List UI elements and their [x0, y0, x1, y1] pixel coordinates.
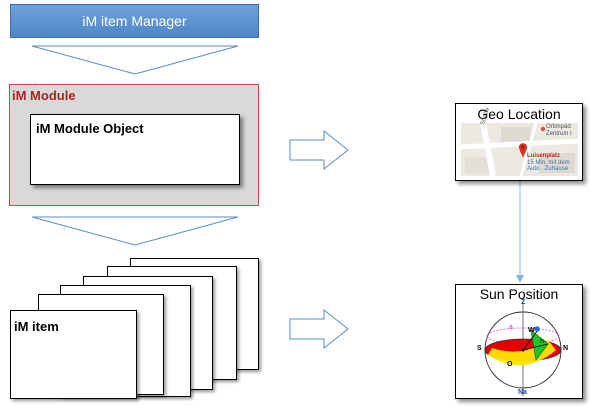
right-arrow-2: [289, 308, 349, 350]
place-line-2: Auto · Zuhause: [527, 166, 569, 172]
down-arrow-2: [31, 216, 239, 246]
sun-label-zenith: Z: [521, 299, 526, 306]
geo-location-title: Geo Location: [477, 106, 561, 122]
geo-to-sun-connector: [516, 180, 524, 283]
map-thumbnail: [461, 123, 578, 176]
sun-label-east: O: [507, 361, 513, 368]
im-item-manager-box: iM item Manager: [10, 4, 259, 38]
celestial-sphere-diagram: [484, 302, 562, 396]
poi-line-2: Zentrum I: [546, 131, 572, 137]
sun-label-altitude: h: [540, 338, 545, 345]
down-arrow-1: [31, 45, 239, 75]
im-module-object-box: [30, 114, 240, 185]
right-arrow-1: [289, 129, 349, 171]
im-item-card-front: [10, 310, 137, 399]
sun-position-title: Sun Position: [479, 286, 559, 302]
sun-label-azimuth: a: [509, 324, 513, 331]
place-line-1: 15 Min. mit dem: [527, 160, 570, 166]
sun-label-nadir: Na: [518, 389, 527, 396]
poi-line-1: Ortimpäd: [546, 124, 571, 130]
im-module-title: iM Module: [12, 88, 76, 103]
sun-label-north: N: [563, 345, 569, 352]
im-module-object-title: iM Module Object: [36, 121, 144, 136]
place-name: Luisenplatz: [527, 153, 561, 159]
map-pin-icon: [519, 143, 527, 159]
im-item-manager-label: iM item Manager: [82, 13, 187, 29]
sun-label-south: S: [477, 345, 482, 352]
sun-label-west: W: [528, 327, 535, 334]
sun-marker-icon: [534, 326, 540, 332]
im-item-title: iM item: [14, 319, 59, 334]
